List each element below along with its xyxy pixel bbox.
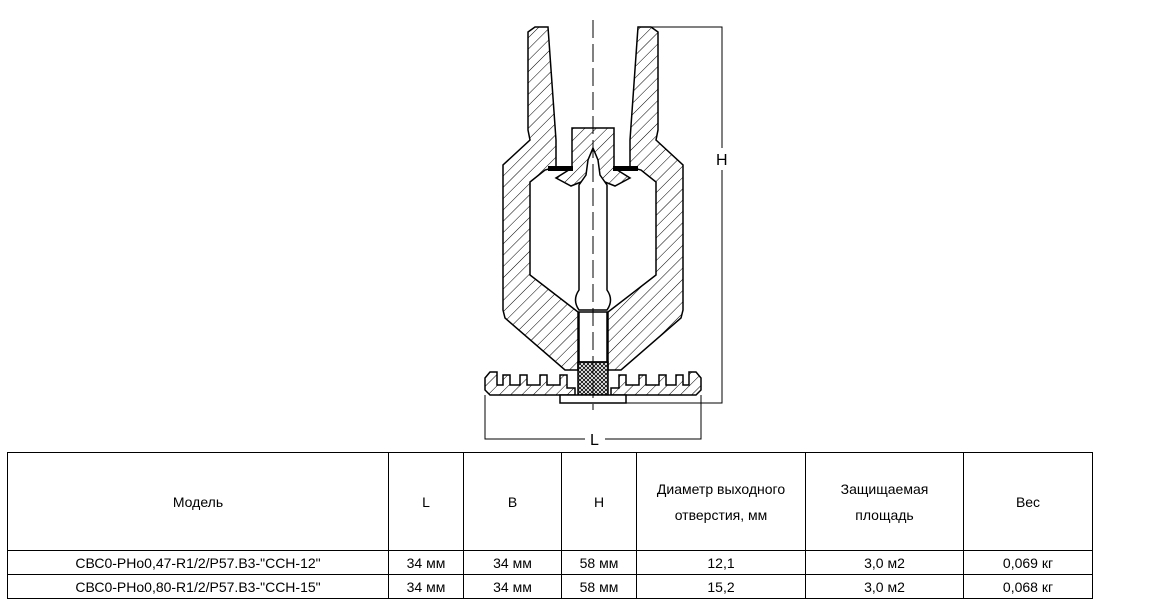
header-l: L	[388, 452, 464, 551]
cell-h: 58 мм	[561, 550, 637, 575]
sprinkler-cross-section-drawing: H L	[484, 20, 728, 449]
dimension-h-label: H	[716, 152, 728, 169]
dimension-l-label: L	[590, 432, 599, 449]
cell-diameter: 15,2	[636, 574, 806, 599]
header-area-line2: площадь	[855, 506, 914, 523]
cell-model: СВС0-РНо0,80-R1/2/Р57.В3-"ССН-15"	[7, 574, 389, 599]
cell-weight: 0,068 кг	[963, 574, 1093, 599]
header-model: Модель	[7, 452, 389, 551]
header-area: Защищаемая площадь	[805, 452, 964, 551]
cell-area: 3,0 м2	[805, 574, 964, 599]
cell-h: 58 мм	[561, 574, 637, 599]
table-row: СВС0-РНо0,80-R1/2/Р57.В3-"ССН-15" 34 мм …	[7, 574, 1093, 599]
deflector-right	[610, 371, 702, 396]
specifications-table: Модель L B H Диаметр выходного отверстия,…	[7, 452, 1093, 599]
cell-diameter: 12,1	[636, 550, 806, 575]
table-header-row: Модель L B H Диаметр выходного отверстия,…	[7, 452, 1093, 551]
dimension-l-line	[484, 395, 585, 440]
dimension-l-line-right	[605, 395, 702, 440]
deflector-left	[484, 371, 576, 396]
gasket-right	[613, 166, 638, 171]
cell-area: 3,0 м2	[805, 550, 964, 575]
header-b: B	[463, 452, 562, 551]
cell-l: 34 мм	[388, 574, 464, 599]
dimension-h-line-lower	[626, 170, 723, 404]
gasket-left	[548, 166, 573, 171]
header-weight: Вес	[963, 452, 1093, 551]
header-diameter: Диаметр выходного отверстия, мм	[636, 452, 806, 551]
cell-b: 34 мм	[463, 574, 562, 599]
header-h: H	[561, 452, 637, 551]
header-area-line1: Защищаемая	[840, 480, 929, 497]
dimension-h-line	[648, 26, 723, 148]
cell-model: СВС0-РНо0,47-R1/2/Р57.В3-"ССН-12"	[7, 550, 389, 575]
header-diameter-line1: Диаметр выходного	[656, 480, 786, 497]
body-right-wall	[607, 26, 684, 371]
body-left-wall	[502, 26, 579, 371]
cell-l: 34 мм	[388, 550, 464, 575]
table-row: СВС0-РНо0,47-R1/2/Р57.В3-"ССН-12" 34 мм …	[7, 550, 1093, 575]
cell-weight: 0,069 кг	[963, 550, 1093, 575]
header-diameter-line2: отверстия, мм	[674, 506, 768, 523]
cell-b: 34 мм	[463, 550, 562, 575]
